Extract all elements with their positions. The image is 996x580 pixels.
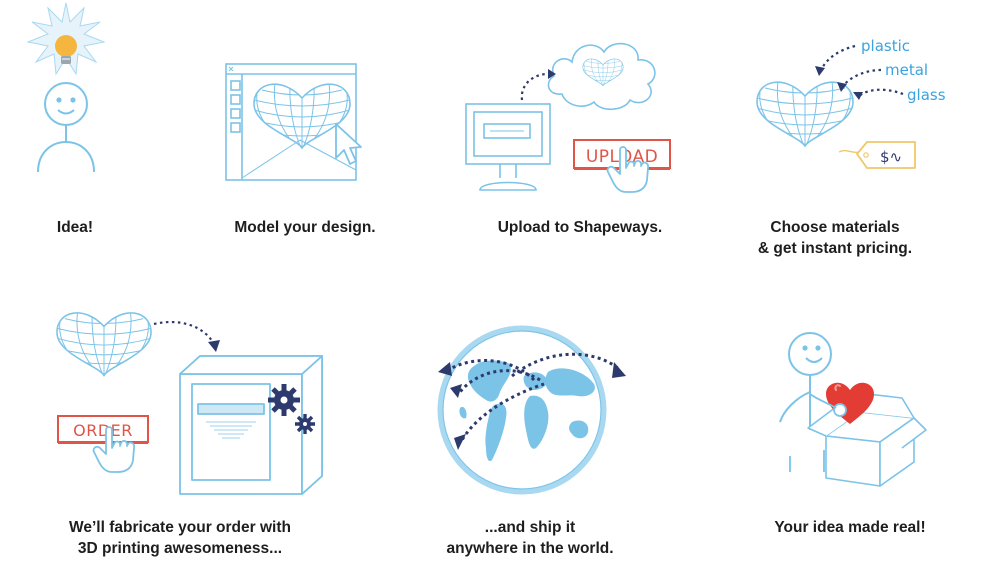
arrow-head-icon [548,69,556,79]
computer-monitor [465,103,551,191]
material-plastic: plastic [861,37,910,55]
idea-illustration [26,2,106,173]
model-illustration [225,63,362,181]
gear-icon [268,384,300,416]
step-caption-line2: anywhere in the world. [446,540,614,557]
gear-icon [295,414,315,434]
arrow-head-icon [438,362,452,376]
arrow-head-icon [612,362,626,378]
svg-text:ORDER: ORDER [73,421,133,440]
materials-illustration: plastic metal glass $∿ [735,37,946,169]
step-ship: ...and ship it anywhere in the world. [400,300,660,570]
step-caption: Upload to Shapeways. [497,219,663,236]
tag-string [838,149,860,154]
arrow-head-icon [815,66,825,76]
step-caption: Model your design. [234,219,376,236]
step-fabricate: ORDER We’ll fabricate your order with 3D… [0,300,360,570]
step-materials: plastic metal glass $∿ Choose materials … [735,0,996,260]
step-model: Model your design. [180,0,430,240]
order-button: ORDER [57,415,149,444]
fabricate-illustration: ORDER [0,300,323,495]
modeling-window [225,63,357,181]
cursor-arrow-icon [335,123,362,165]
shipping-arrows [447,352,622,441]
price-tag-icon: $∿ [856,141,916,169]
step-caption-line2: & get instant pricing. [757,240,913,257]
ship-illustration [437,325,626,495]
hands [809,393,847,417]
step-caption-line1: Choose materials [770,219,900,236]
real-illustration [779,332,927,487]
order-arrow [153,320,215,345]
wireframe-heart [57,305,151,378]
svg-text:$∿: $∿ [880,148,902,166]
arrow-head-icon [450,384,462,398]
lightbulb-icon [26,2,106,76]
globe-icon [437,325,607,495]
arrow-head-icon [208,340,220,352]
step-caption-line2: 3D printing awesomeness... [77,540,283,557]
step-caption-line1: We’ll fabricate your order with [69,519,291,536]
arrow-head-icon [454,434,466,450]
open-box [807,391,927,487]
step-caption: Your idea made real! [774,519,926,536]
arrow-head-icon [853,92,863,100]
material-glass: glass [907,86,946,104]
step-idea: Idea! [0,0,160,240]
step-caption: Idea! [56,219,94,236]
material-metal: metal [885,61,928,79]
person-figure [37,82,95,173]
person-figure [779,332,832,472]
cloud-icon [547,42,656,111]
step-caption-line1: ...and ship it [484,519,576,536]
step-upload: UPLOAD Upload to Shapeways. [450,0,710,240]
arrow-head-icon [837,82,847,92]
step-real: Your idea made real! [730,300,996,570]
upload-illustration: UPLOAD [465,42,671,193]
